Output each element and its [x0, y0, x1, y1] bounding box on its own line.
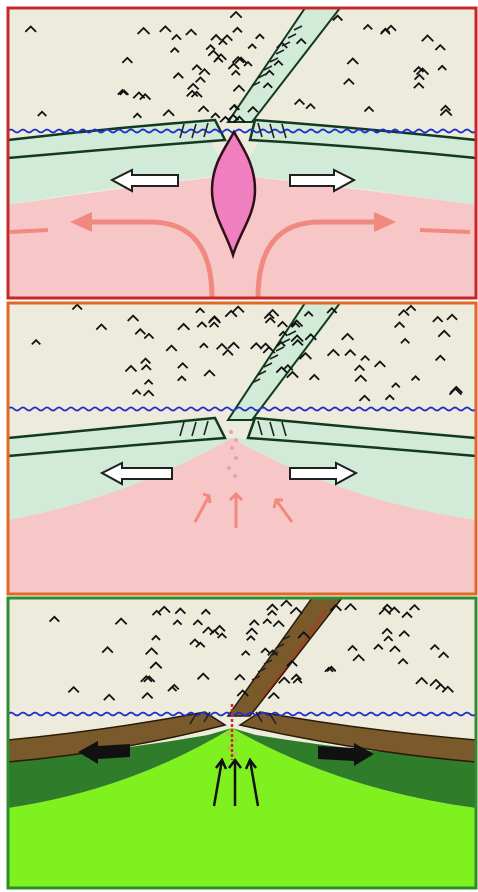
panel-1-convection-dash-left: [10, 230, 48, 232]
panel-2: [8, 303, 476, 594]
panel-3: [8, 598, 476, 888]
panel-1: [8, 8, 476, 298]
panel-1-convection-dash-right: [420, 230, 470, 232]
